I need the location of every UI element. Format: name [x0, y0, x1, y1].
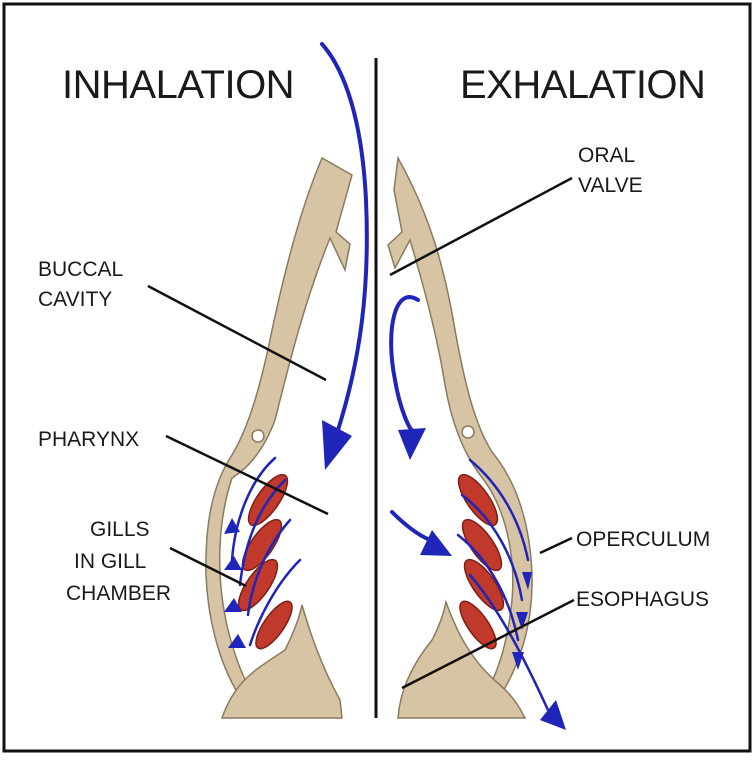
buccal-cavity-label-line1: BUCCAL [38, 258, 123, 281]
gills-label-line1: GILLS [90, 518, 150, 541]
oral-valve-label-line2: VALVE [578, 174, 643, 197]
inhalation-heading: INHALATION [62, 63, 294, 107]
buccal-cavity-label-line2: CAVITY [38, 288, 112, 311]
oral-valve-label-line1: ORAL [578, 144, 635, 167]
gills-label-line2: IN GILL [74, 550, 146, 573]
pharynx-label: PHARYNX [38, 428, 139, 451]
left-tissue-pore [252, 430, 264, 442]
exhalation-heading: EXHALATION [460, 63, 705, 107]
right-tissue-pore [462, 426, 474, 438]
esophagus-label: ESOPHAGUS [576, 588, 709, 611]
operculum-label: OPERCULUM [576, 528, 710, 551]
gills-label-line3: CHAMBER [66, 582, 171, 605]
